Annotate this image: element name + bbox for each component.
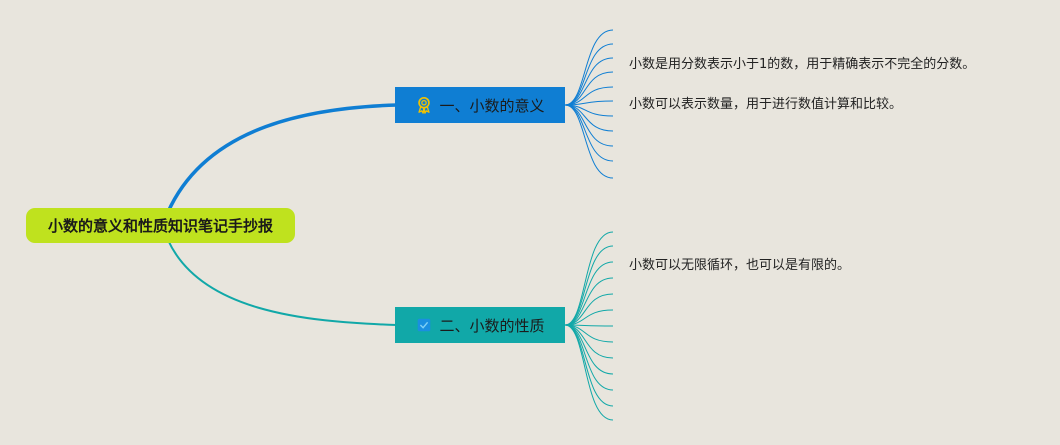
- root-topic-label: 小数的意义和性质知识笔记手抄报: [47, 217, 273, 235]
- leaf-meaning-2[interactable]: 小数可以表示数量，用于进行数值计算和比较。: [629, 97, 903, 112]
- tag-icon: [418, 318, 431, 332]
- branch-topic-properties-label: 二、小数的性质: [439, 316, 545, 335]
- root-topic[interactable]: 小数的意义和性质知识笔记手抄报: [26, 208, 295, 243]
- edge-root-branch-1: [166, 103, 398, 213]
- fan-line-branch-2-3: [564, 261, 614, 326]
- fan-line-branch-1-10: [564, 104, 614, 162]
- award-ribbon-icon: [418, 96, 431, 114]
- edge-root-branch-2: [167, 239, 398, 326]
- branch-topic-meaning-label: 一、小数的意义: [439, 96, 545, 115]
- branch-2-fan: [564, 231, 614, 421]
- fan-line-branch-2-2: [564, 245, 614, 326]
- leaf-properties-1[interactable]: 小数可以无限循环，也可以是有限的。: [629, 258, 851, 273]
- leaf-meaning-1[interactable]: 小数是用分数表示小于1的数，用于精确表示不完全的分数。: [629, 57, 976, 72]
- fan-line-branch-1-3: [564, 57, 614, 106]
- fan-line-branch-2-13: [564, 324, 614, 421]
- branch-topic-meaning[interactable]: 一、小数的意义: [395, 87, 565, 123]
- fan-line-branch-1-11: [564, 104, 614, 179]
- fan-line-branch-1-1: [564, 29, 614, 106]
- fan-line-branch-1-2: [564, 43, 614, 106]
- fan-line-branch-1-4: [564, 71, 614, 106]
- branch-topic-properties[interactable]: 二、小数的性质: [395, 307, 565, 343]
- fan-line-branch-2-1: [564, 231, 614, 326]
- branch-1-fan: [564, 29, 614, 179]
